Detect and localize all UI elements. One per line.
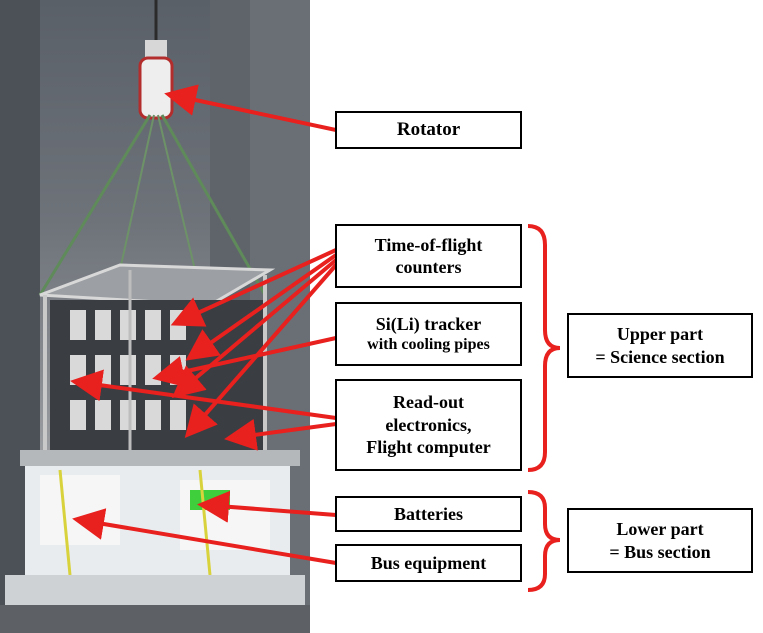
tracker-label: Si(Li) tracker with cooling pipes: [335, 302, 522, 366]
arrow-bus-equipment: [72, 508, 337, 565]
arrow-readout-1: [70, 369, 337, 420]
lower-part-label: Lower part = Bus section: [567, 508, 753, 573]
bracket-upper: [527, 224, 561, 472]
payload-photo: [0, 0, 310, 633]
bracket-lower: [527, 490, 561, 592]
tof-counters-label: Time-of-flight counters: [335, 224, 522, 288]
tracker-line1: Si(Li) tracker: [375, 313, 482, 334]
bus-equipment-label-text: Bus equipment: [370, 552, 487, 573]
arrow-tof-4: [184, 263, 338, 439]
tof-line1: Time-of-flight: [374, 234, 483, 255]
readout-line2: electronics,: [385, 414, 472, 435]
rotator-label-text: Rotator: [396, 119, 461, 141]
arrow-batteries: [197, 490, 337, 523]
lower-line1: Lower part: [616, 519, 704, 539]
tof-line2: counters: [395, 257, 462, 277]
arrow-tof-2: [185, 253, 338, 361]
readout-line1: Read-out: [392, 392, 464, 413]
batteries-label: Batteries: [335, 496, 522, 532]
upper-line2: = Science section: [595, 346, 725, 367]
arrow-tracker: [152, 336, 337, 388]
readout-line3: Flight computer: [366, 437, 491, 458]
lower-line2: = Bus section: [609, 541, 711, 562]
tracker-line2: with cooling pipes: [367, 336, 490, 354]
arrow-readout-2: [224, 418, 337, 451]
batteries-label-text: Batteries: [394, 503, 463, 524]
upper-line1: Upper part: [616, 324, 704, 344]
arrow-tof-1: [170, 248, 337, 327]
rotator-label: Rotator: [335, 111, 522, 149]
upper-part-label: Upper part = Science section: [567, 313, 753, 378]
arrow-rotator: [164, 84, 337, 132]
arrow-tof-3: [171, 258, 338, 399]
readout-label: Read-out electronics, Flight computer: [335, 379, 522, 471]
bus-equipment-label: Bus equipment: [335, 544, 522, 582]
